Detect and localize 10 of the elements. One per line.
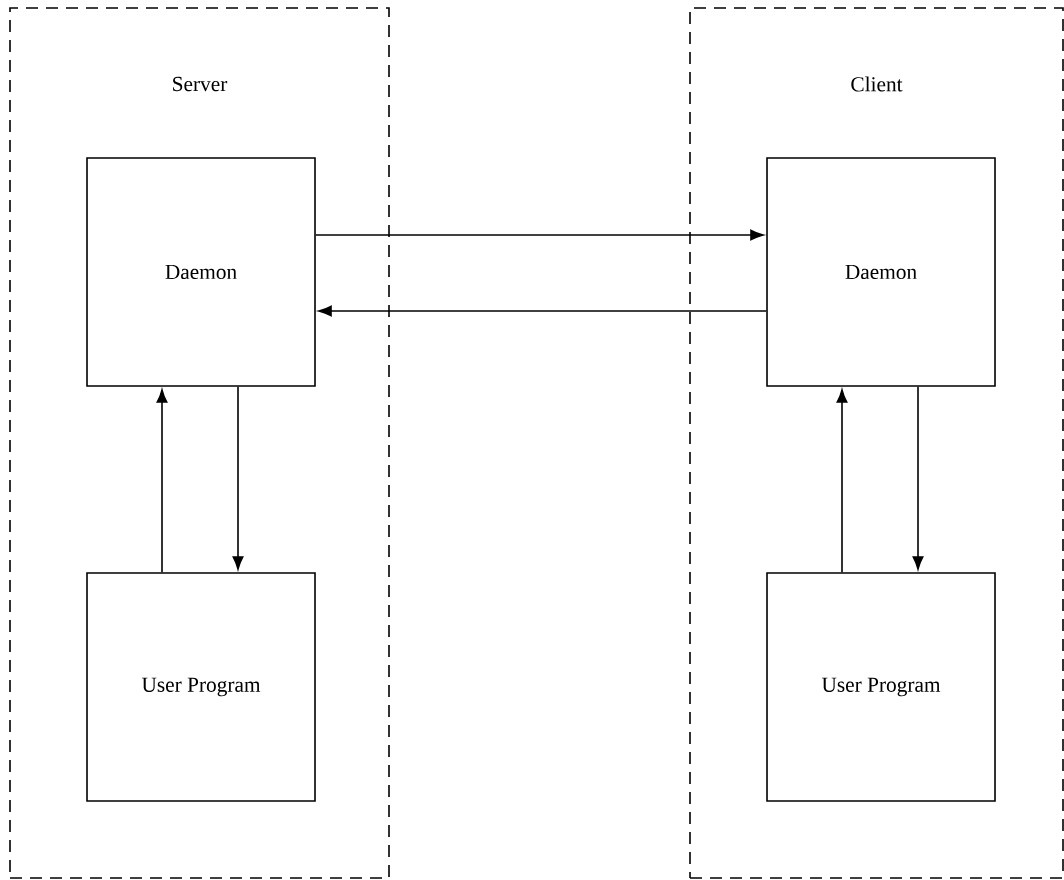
arrow xyxy=(318,305,767,317)
process-box: User Program xyxy=(766,572,996,802)
arrow xyxy=(232,386,244,570)
arrow xyxy=(836,389,848,573)
process-box: User Program xyxy=(86,572,316,802)
arrow xyxy=(315,229,764,241)
process-box: Daemon xyxy=(766,157,996,387)
arrow xyxy=(156,389,168,573)
arrow xyxy=(912,386,924,570)
process-box: Daemon xyxy=(86,157,316,387)
